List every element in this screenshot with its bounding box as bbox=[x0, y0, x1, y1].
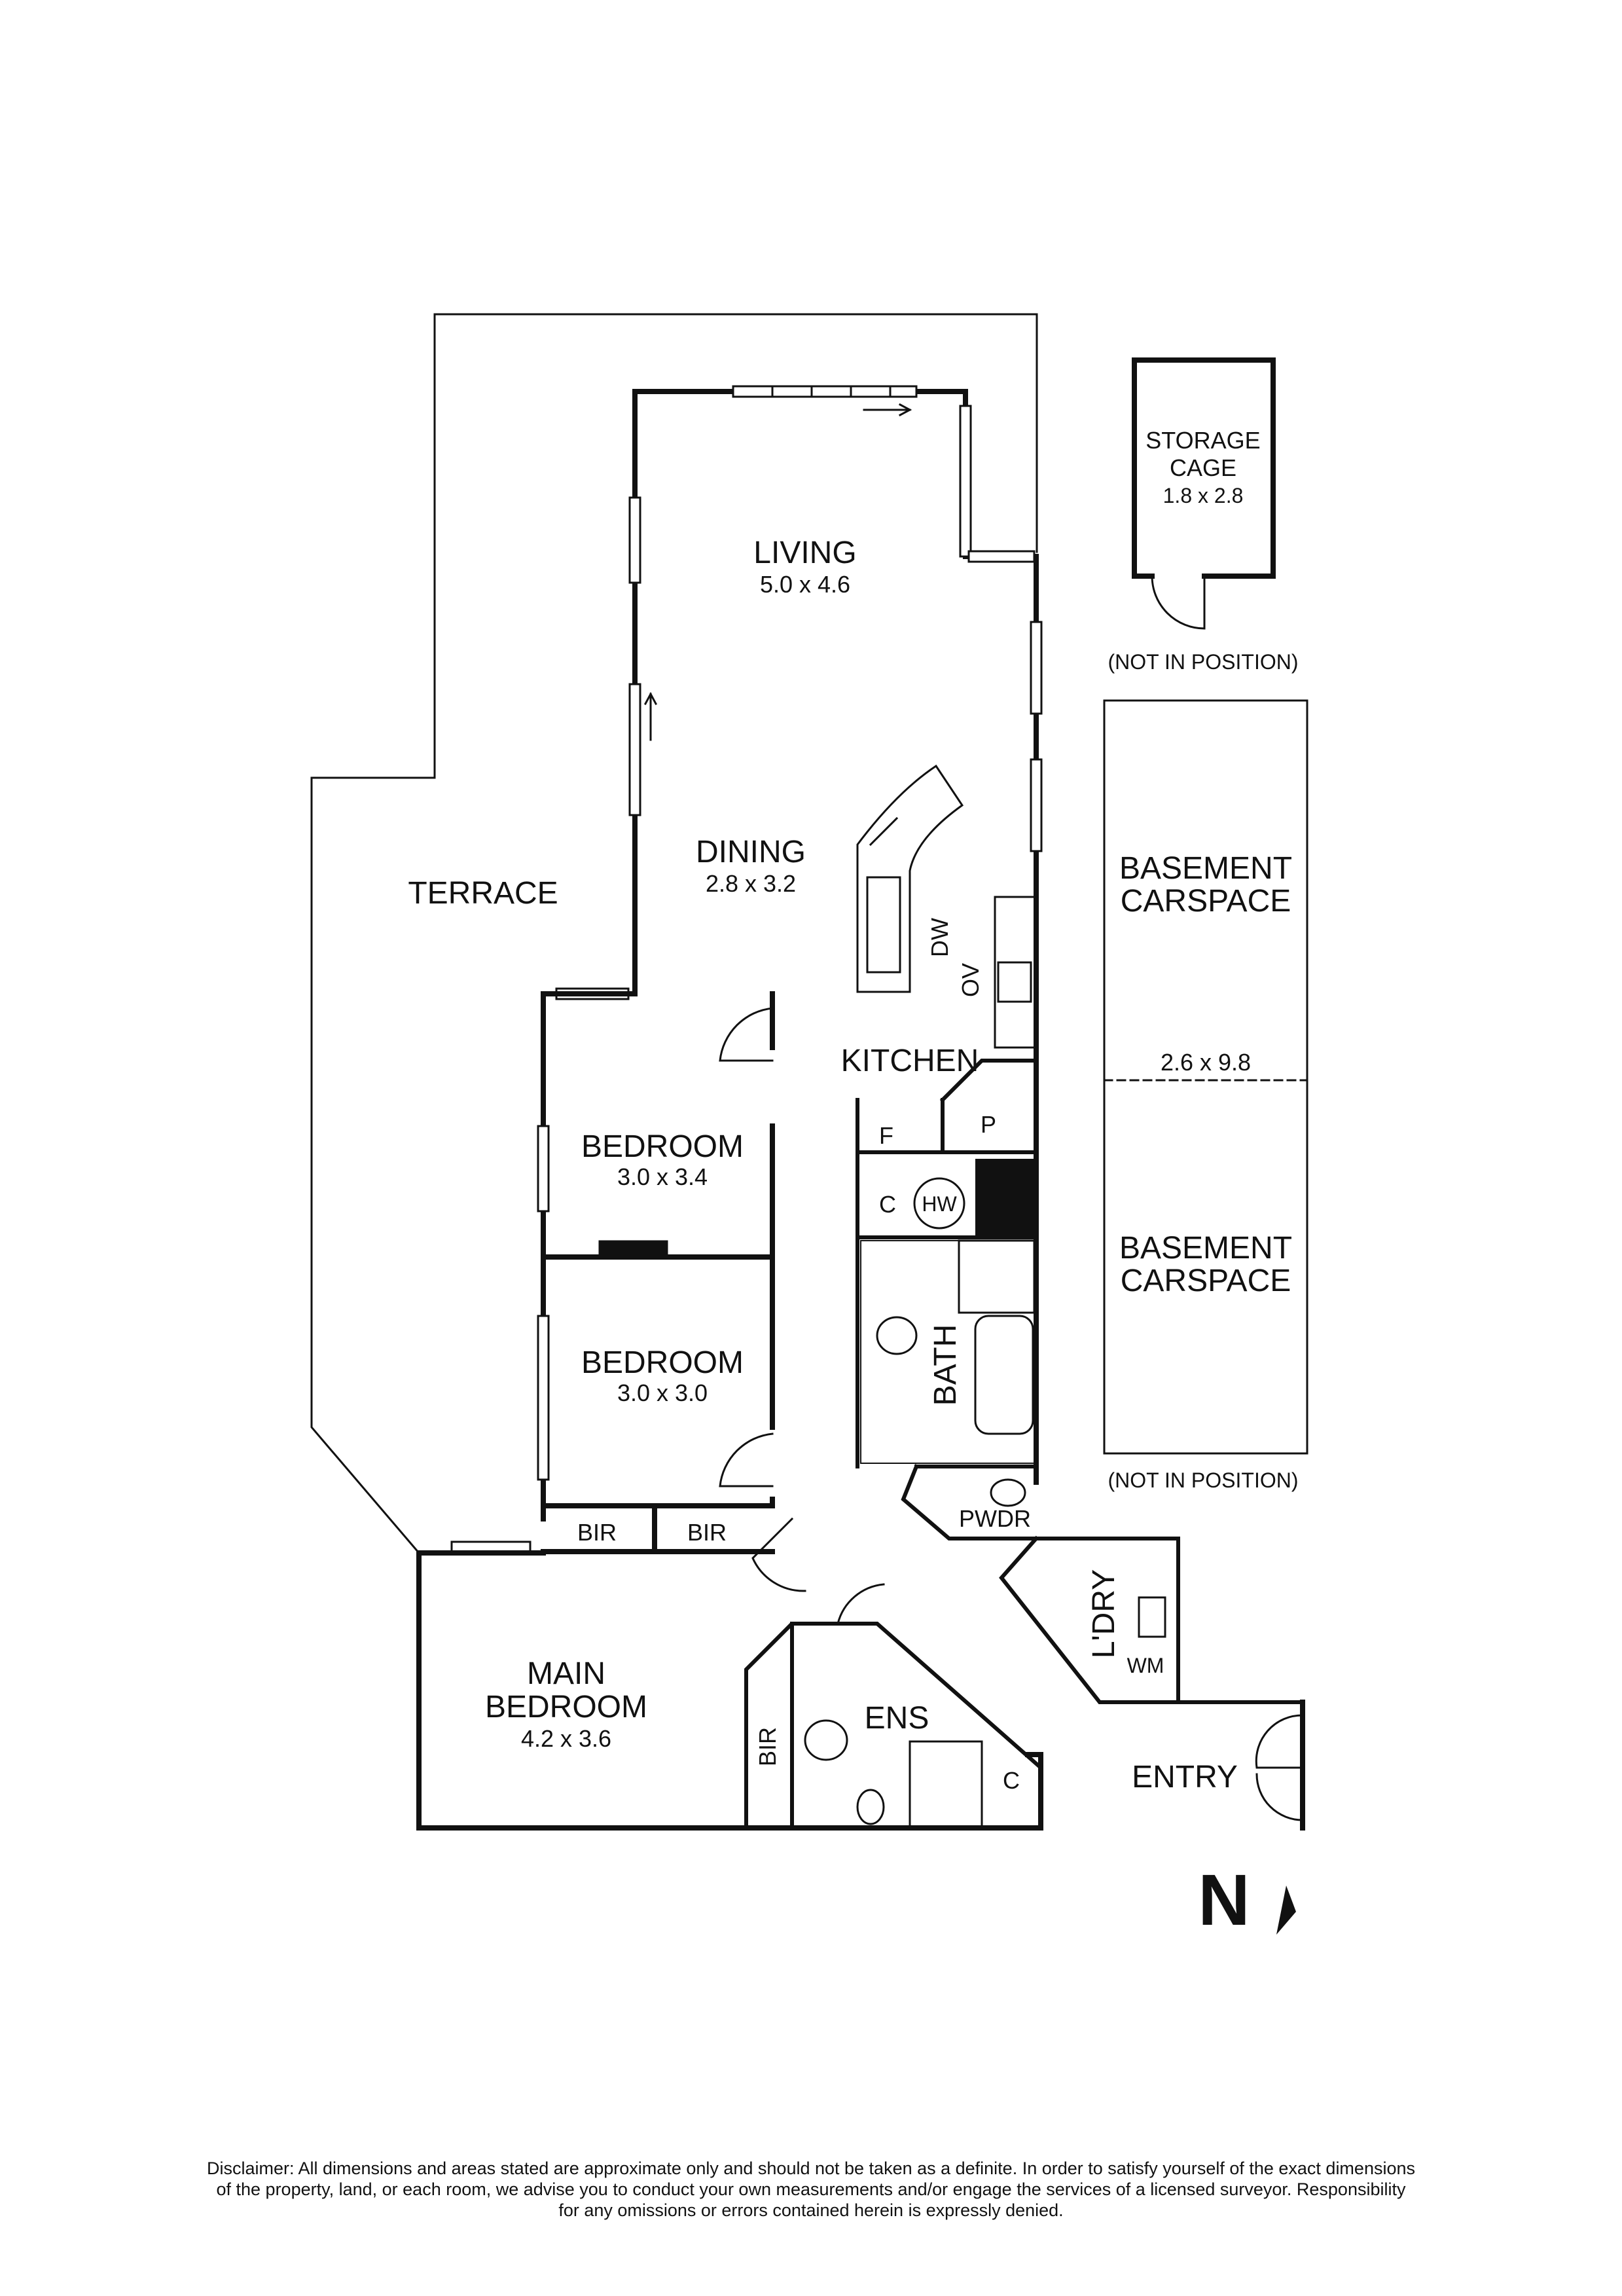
carspace-label: CARSPACE bbox=[1121, 884, 1291, 919]
storage-cage bbox=[1132, 357, 1276, 579]
cupboard-label: C bbox=[879, 1191, 896, 1218]
fireplace bbox=[598, 1240, 668, 1257]
sink-icon bbox=[866, 876, 901, 974]
carspace-dim: 2.6 x 9.8 bbox=[1161, 1049, 1251, 1076]
basin-icon bbox=[876, 1316, 918, 1355]
bath-label: BATH bbox=[928, 1324, 963, 1406]
bir-label: BIR bbox=[754, 1727, 781, 1766]
basin-icon bbox=[804, 1719, 848, 1761]
ensuite-walls bbox=[744, 1622, 1043, 1830]
disclaimer-line: Disclaimer: All dimensions and areas sta… bbox=[206, 2159, 1415, 2178]
laundry-label: L'DRY bbox=[1087, 1569, 1121, 1658]
kitchen-island bbox=[856, 764, 964, 993]
fridge-label: F bbox=[879, 1122, 893, 1149]
main-bedroom-dim: 4.2 x 3.6 bbox=[521, 1725, 611, 1752]
not-in-position-note: (NOT IN POSITION) bbox=[1108, 650, 1299, 674]
kitchen-label: KITCHEN bbox=[841, 1044, 979, 1078]
dining-dim: 2.8 x 3.2 bbox=[706, 870, 796, 897]
door-swing bbox=[837, 1583, 885, 1625]
slide-arrow bbox=[863, 403, 912, 417]
ensuite-label: ENS bbox=[865, 1701, 929, 1736]
kitchen-lower-walls bbox=[856, 1059, 1038, 1468]
bedroom-dim: 3.0 x 3.0 bbox=[617, 1379, 708, 1406]
main-bedroom-label: MAIN bbox=[527, 1656, 605, 1691]
compass-letter: N bbox=[1198, 1860, 1250, 1941]
windows bbox=[450, 385, 1043, 1554]
toilet-icon bbox=[856, 1789, 885, 1825]
washing-machine-label: WM bbox=[1127, 1654, 1164, 1677]
shower bbox=[909, 1740, 983, 1828]
entry-label: ENTRY bbox=[1132, 1760, 1238, 1795]
north-arrow-icon bbox=[1276, 1886, 1296, 1935]
bir-label: BIR bbox=[687, 1519, 727, 1546]
slide-arrow bbox=[643, 691, 658, 741]
disclaimer-line: of the property, land, or each room, we … bbox=[216, 2179, 1406, 2199]
hot-water-label: HW bbox=[922, 1192, 957, 1216]
shower bbox=[958, 1239, 1036, 1314]
cupboard-label: C bbox=[1003, 1767, 1020, 1794]
door-swing bbox=[719, 1432, 774, 1487]
bedroom-walls bbox=[541, 991, 775, 1554]
storage-dim: 1.8 x 2.8 bbox=[1163, 484, 1244, 507]
disclaimer: Disclaimer: All dimensions and areas sta… bbox=[39, 2158, 1583, 2221]
washing-machine bbox=[1138, 1596, 1166, 1638]
living-dim: 5.0 x 4.6 bbox=[760, 571, 850, 598]
hot-water-duct bbox=[975, 1159, 1036, 1237]
storage-label: STORAGE bbox=[1145, 427, 1260, 454]
door-swing bbox=[751, 1517, 806, 1592]
storage-label: CAGE bbox=[1170, 454, 1236, 481]
dining-label: DINING bbox=[696, 835, 806, 869]
bathtub bbox=[974, 1315, 1034, 1435]
carspace-label: CARSPACE bbox=[1121, 1264, 1291, 1298]
pantry-label: P bbox=[981, 1111, 996, 1138]
carspace-label: BASEMENT bbox=[1119, 1231, 1292, 1266]
main-bedroom-label: BEDROOM bbox=[485, 1690, 647, 1724]
powder-walls bbox=[901, 1464, 1038, 1540]
terrace-label: TERRACE bbox=[408, 876, 558, 911]
door-swing bbox=[719, 1007, 774, 1062]
entry-door bbox=[1255, 1714, 1304, 1821]
bedroom-label: BEDROOM bbox=[581, 1129, 744, 1164]
dishwasher-label: DW bbox=[926, 918, 953, 957]
bedroom-dim: 3.0 x 3.4 bbox=[617, 1163, 708, 1190]
terrace-outline bbox=[310, 313, 1038, 1555]
disclaimer-line: for any omissions or errors contained he… bbox=[558, 2200, 1064, 2220]
oven-label: OV bbox=[957, 963, 984, 997]
door-swing bbox=[1151, 575, 1206, 630]
kitchen-bench bbox=[994, 896, 1037, 1049]
bath-tile bbox=[860, 1240, 1035, 1464]
carspace-outline bbox=[1103, 699, 1308, 1455]
living-label: LIVING bbox=[753, 536, 856, 570]
toilet-icon bbox=[990, 1478, 1026, 1507]
carspace-label: BASEMENT bbox=[1119, 851, 1292, 886]
cooktop-icon bbox=[997, 961, 1032, 1003]
powder-label: PWDR bbox=[959, 1505, 1031, 1532]
hot-water-icon bbox=[913, 1177, 965, 1230]
bir-label: BIR bbox=[577, 1519, 617, 1546]
not-in-position-note: (NOT IN POSITION) bbox=[1108, 1468, 1299, 1492]
laundry-walls bbox=[999, 1535, 1305, 1704]
bedroom-label: BEDROOM bbox=[581, 1345, 744, 1380]
